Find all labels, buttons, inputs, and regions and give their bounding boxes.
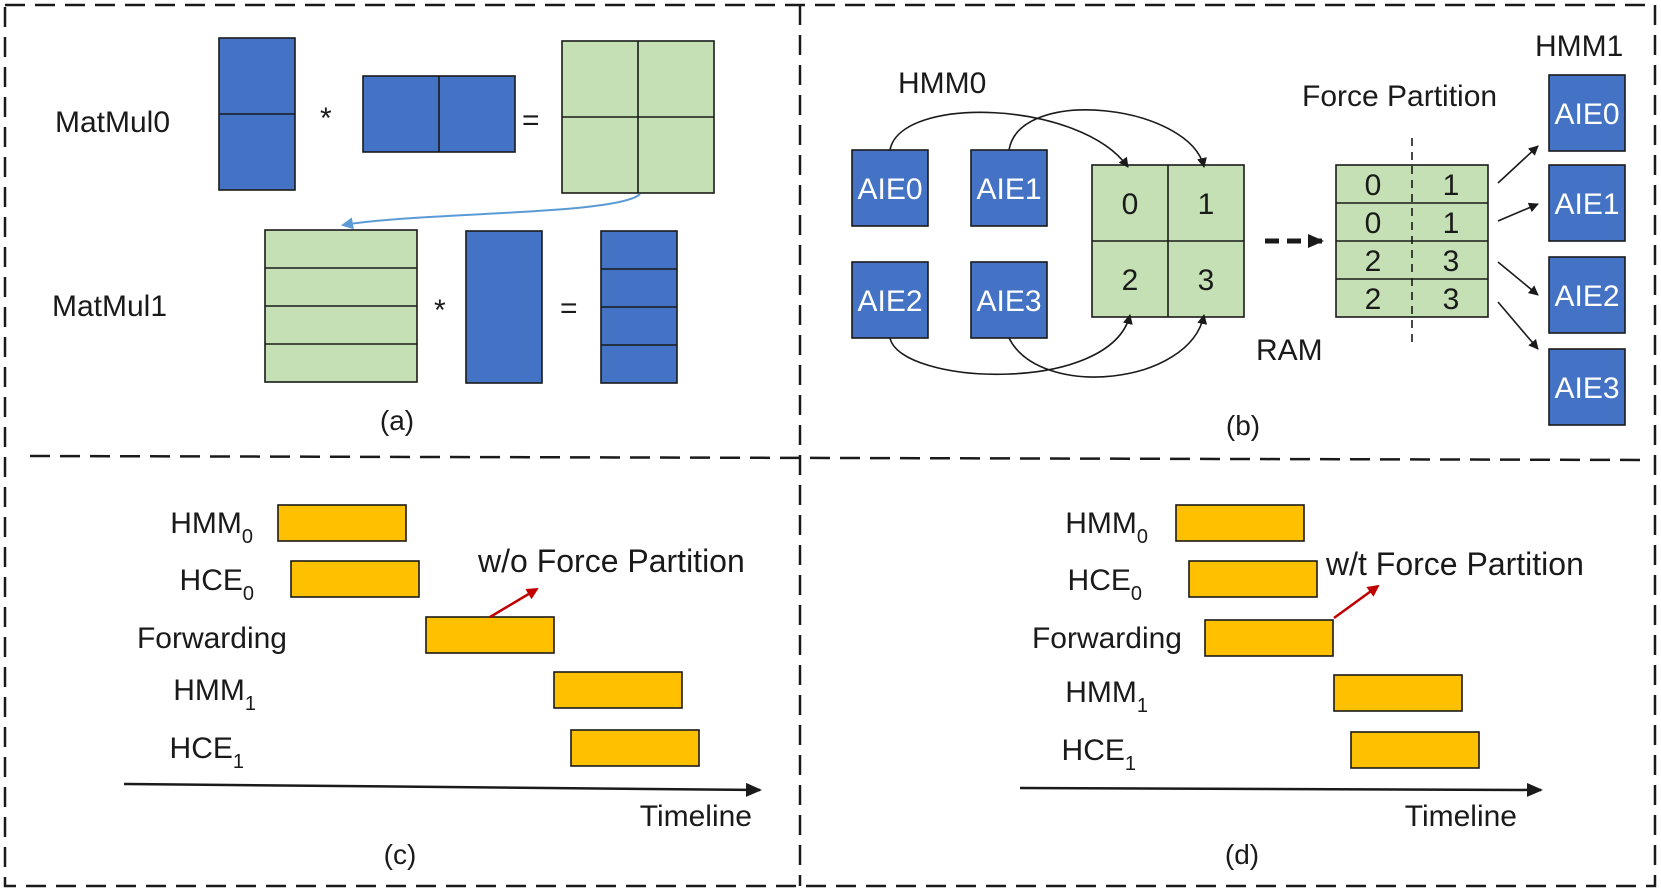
c-row-label-hce1: HCE1 [170, 732, 244, 773]
hmm0-label: HMM0 [898, 67, 986, 100]
partition-cell-2-0: 2 [1365, 245, 1382, 278]
partition-cell-0-1: 1 [1443, 169, 1460, 202]
caption-c: (c) [384, 839, 417, 870]
multiply-symbol-2: * [434, 294, 446, 327]
c-timeline-label: Timeline [640, 800, 752, 833]
matmul0-result-matrix [561, 40, 715, 194]
caption-a: (a) [380, 405, 414, 436]
ram-cell-0: 0 [1122, 188, 1139, 221]
c-bar-hce1 [570, 729, 700, 767]
matmul1-lhs-matrix [264, 229, 418, 383]
c-timeline-axis [123, 782, 762, 797]
equals-symbol: = [522, 104, 540, 137]
partition-cell-2-1: 3 [1443, 245, 1460, 278]
d-row-label-hce0: HCE0 [1068, 564, 1142, 605]
matmul1-result-matrix [600, 230, 678, 384]
caption-d: (d) [1225, 839, 1259, 870]
aie1-block: AIE1 [970, 149, 1048, 227]
partition-cell-1-1: 1 [1443, 207, 1460, 240]
c-bar-hce0 [290, 560, 420, 598]
aie0-text: AIE0 [857, 173, 922, 206]
partitioned-matrix: 0 1 0 1 2 3 2 3 [1335, 138, 1489, 345]
hmm1-aie2-text: AIE2 [1554, 280, 1619, 313]
multiply-symbol: * [320, 102, 332, 135]
ram-label: RAM [1256, 334, 1323, 367]
hmm1-aie3-text: AIE3 [1554, 372, 1619, 405]
d-bar-hce1 [1350, 731, 1480, 769]
hmm1-aie0-block: AIE0 [1548, 74, 1626, 152]
c-row-label-hmm1: HMM1 [173, 674, 256, 715]
c-row-label-hmm0: HMM0 [170, 507, 253, 548]
aie3-text: AIE3 [976, 285, 1041, 318]
panel-c: HMM0 HCE0 Forwarding HMM1 HCE1 w/o Force… [123, 504, 762, 870]
d-annotation: w/t Force Partition [1325, 546, 1584, 582]
panel-borders [3, 3, 1657, 888]
c-annotation: w/o Force Partition [477, 543, 745, 579]
force-partition-label: Force Partition [1302, 80, 1497, 113]
result-reuse-arrow [341, 193, 641, 230]
d-bar-forwarding [1204, 619, 1334, 657]
caption-b: (b) [1226, 410, 1260, 441]
d-bar-hmm1 [1333, 674, 1463, 712]
d-row-label-forwarding: Forwarding [1032, 622, 1182, 655]
matmul0-label: MatMul0 [55, 106, 170, 139]
partition-cell-1-0: 0 [1365, 207, 1382, 240]
aie2-block: AIE2 [851, 261, 929, 339]
ram-cell-3: 3 [1198, 264, 1215, 297]
aie3-block: AIE3 [970, 261, 1048, 339]
d-timeline-label: Timeline [1405, 800, 1517, 833]
panel-a: MatMul0 * = MatMul1 * = [52, 37, 715, 436]
d-row-label-hmm1: HMM1 [1065, 676, 1148, 717]
ram-cell-2: 2 [1122, 264, 1139, 297]
d-row-label-hmm0: HMM0 [1065, 507, 1148, 548]
d-annotation-arrow [1333, 584, 1380, 620]
equals-symbol-2: = [560, 292, 578, 325]
hmm1-aie0-text: AIE0 [1554, 98, 1619, 131]
c-bar-hmm0 [277, 504, 407, 542]
aie1-text: AIE1 [976, 173, 1041, 206]
c-bar-forwarding [425, 616, 555, 654]
matmul1-label: MatMul1 [52, 290, 167, 323]
c-annotation-arrow [489, 587, 539, 619]
d-row-label-hce1: HCE1 [1062, 734, 1136, 775]
hmm1-aie2-block: AIE2 [1548, 256, 1626, 334]
partition-cell-0-0: 0 [1365, 169, 1382, 202]
d-bar-hce0 [1188, 560, 1318, 598]
d-bar-hmm0 [1175, 504, 1305, 542]
d-timeline-axis [1019, 782, 1543, 797]
partition-cell-3-1: 3 [1443, 283, 1460, 316]
ram-cell-1: 1 [1198, 188, 1215, 221]
hmm1-label: HMM1 [1535, 30, 1623, 63]
panel-d: HMM0 HCE0 Forwarding HMM1 HCE1 w/t Force… [1019, 504, 1584, 870]
matmul0-lhs-matrix [218, 37, 296, 191]
hmm1-aie3-block: AIE3 [1548, 348, 1626, 426]
panel-b: HMM0 AIE0 AIE1 AIE2 AIE3 0 1 2 3 [851, 30, 1626, 441]
matmul0-rhs-matrix [362, 75, 516, 153]
hmm1-aie1-text: AIE1 [1554, 188, 1619, 221]
distribution-arrows [1497, 145, 1539, 350]
hmm1-aie1-block: AIE1 [1548, 164, 1626, 242]
aie2-text: AIE2 [857, 285, 922, 318]
hmm0-write-arrows [889, 109, 1208, 378]
c-row-label-hce0: HCE0 [180, 564, 254, 605]
ram-matrix: 0 1 2 3 [1091, 164, 1245, 318]
c-bar-hmm1 [553, 671, 683, 709]
aie0-block: AIE0 [851, 149, 929, 227]
partition-cell-3-0: 2 [1365, 283, 1382, 316]
matmul1-rhs-matrix [465, 230, 543, 384]
c-row-label-forwarding: Forwarding [137, 622, 287, 655]
